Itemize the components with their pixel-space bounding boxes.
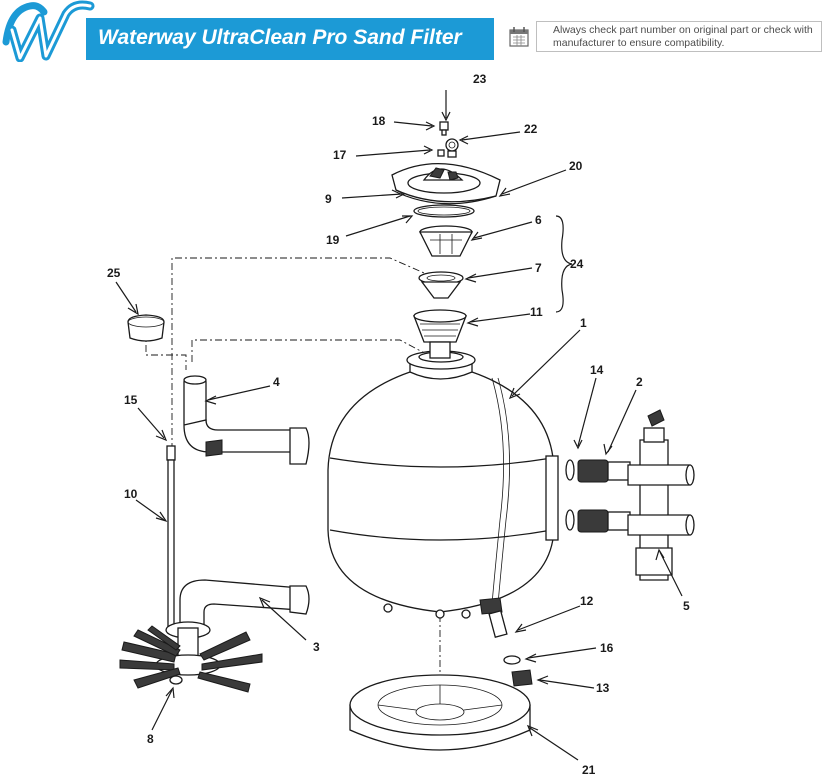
callout-22: 22 <box>524 122 538 136</box>
callout-16: 16 <box>600 641 614 655</box>
callout-13: 13 <box>596 681 610 695</box>
callout-5: 5 <box>683 599 690 613</box>
callout-25: 25 <box>107 266 121 280</box>
part-7-adapter <box>418 271 464 299</box>
callout-1: 1 <box>580 316 587 330</box>
exploded-parts-diagram: 23 18 22 17 20 9 6 19 24 7 25 11 1 4 14 … <box>107 72 695 777</box>
notice-text: Always check part number on original par… <box>553 24 813 49</box>
part-6-basket <box>418 225 474 257</box>
callout-21: 21 <box>582 763 596 777</box>
part-21-base <box>349 674 531 751</box>
callout-6: 6 <box>535 213 542 227</box>
part-19-o-ring <box>413 204 475 218</box>
title-banner: Waterway UltraClean Pro Sand Filter <box>86 18 494 60</box>
callout-3: 3 <box>313 640 320 654</box>
callout-8: 8 <box>147 732 154 746</box>
callout-10: 10 <box>124 487 138 501</box>
part-11-diffuser <box>413 309 467 359</box>
callout-12: 12 <box>580 594 594 608</box>
callout-19: 19 <box>326 233 340 247</box>
part-9-20-lid-clamp <box>391 162 501 205</box>
callout-17: 17 <box>333 148 347 162</box>
part-1-filter-tank <box>327 350 559 619</box>
part-25-cap <box>127 314 165 342</box>
callout-4: 4 <box>273 375 280 389</box>
callout-23: 23 <box>473 72 487 86</box>
callout-20: 20 <box>569 159 583 173</box>
part-12-16-13-drain <box>488 610 533 687</box>
part-4-elbow-pipe <box>183 375 310 465</box>
part-10-15-standpipe <box>166 445 176 631</box>
callout-14: 14 <box>590 363 604 377</box>
part-14-o-rings <box>565 459 575 531</box>
callout-18: 18 <box>372 114 386 128</box>
part-17-18-22-23-gauge <box>437 121 459 158</box>
callout-11: 11 <box>530 305 543 319</box>
callout-24: 24 <box>570 257 584 271</box>
callout-2: 2 <box>636 375 643 389</box>
callout-15: 15 <box>124 393 138 407</box>
calendar-icon <box>509 27 529 47</box>
page-title: Waterway UltraClean Pro Sand Filter <box>98 26 462 49</box>
part-5-valve-body <box>627 409 695 581</box>
compatibility-notice: Always check part number on original par… <box>536 21 822 52</box>
part-8-lateral-assembly <box>119 621 263 693</box>
part-2-unions <box>577 459 631 533</box>
callout-7: 7 <box>535 261 542 275</box>
part-3-lateral-elbow <box>179 579 310 626</box>
callout-9: 9 <box>325 192 332 206</box>
header-bar: Waterway UltraClean Pro Sand Filter Alwa… <box>0 0 823 62</box>
leader-lines <box>115 90 683 761</box>
waterway-w-logo-icon <box>2 0 95 62</box>
